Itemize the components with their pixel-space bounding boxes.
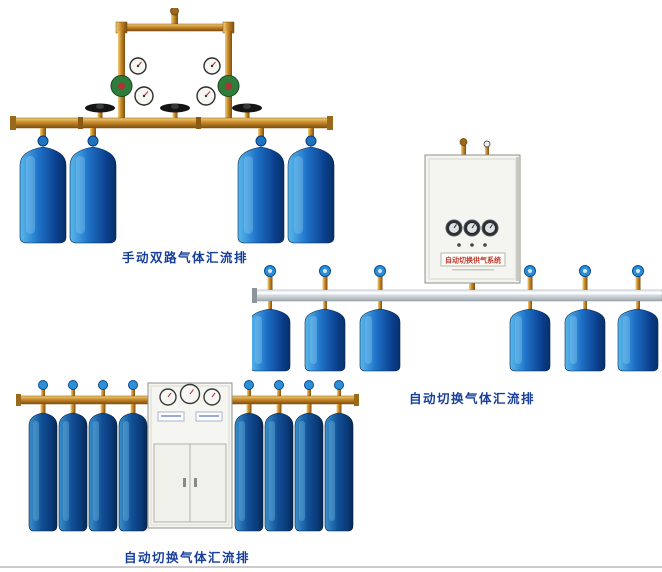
- cylinder-valve: [304, 380, 314, 396]
- header-pipe: [115, 21, 235, 34]
- gas-cylinder: [617, 308, 659, 372]
- gas-cylinder: [324, 412, 354, 532]
- cabinet-gauge: [481, 219, 499, 237]
- indicator-dot: [457, 243, 461, 247]
- cylinder-neck: [528, 301, 532, 310]
- cabinet-label-plate: [440, 252, 506, 267]
- cylinder-neck: [378, 301, 382, 310]
- cylinder-valve: [68, 380, 78, 396]
- cylinder-neck: [583, 301, 587, 310]
- cylinder-valve: [128, 380, 138, 396]
- gas-cylinder: [88, 412, 118, 532]
- cylinder-valve: [334, 380, 344, 396]
- indicator-dot: [470, 243, 474, 247]
- gas-cylinder: [564, 308, 606, 372]
- riser-pipe-left: [118, 31, 125, 118]
- product-auto-switch-wall: 自动切换供气系统: [252, 138, 662, 406]
- cabinet-outlet-pipe: [469, 283, 475, 291]
- gas-cylinder: [359, 308, 401, 372]
- gas-cylinder: [304, 308, 346, 372]
- cylinder-neck: [246, 404, 252, 413]
- cylinder-valve: [98, 380, 108, 396]
- cabinet-gauge: [159, 388, 177, 406]
- cylinder-neck: [336, 404, 342, 413]
- auto-manifold-cabinet-illustration: [16, 380, 359, 532]
- switch-cabinet: [147, 382, 233, 529]
- cylinder-neck: [40, 404, 46, 413]
- cylinder-neck: [130, 404, 136, 413]
- cylinder-valve: [274, 380, 284, 396]
- cylinder-neck: [268, 301, 272, 310]
- cylinder-neck: [306, 404, 312, 413]
- cylinder-valve: [244, 380, 254, 396]
- cabinet-gauge: [179, 383, 201, 405]
- cylinder-connection: [305, 128, 317, 147]
- manifold-pipe-left: [16, 394, 149, 406]
- valve-handwheel: [85, 103, 115, 118]
- cabinet-gauge: [445, 219, 463, 237]
- pressure-gauge: [203, 57, 221, 75]
- indicator-dot: [483, 243, 487, 247]
- valve-handwheel: [232, 103, 262, 118]
- cabinet-doors: [153, 443, 227, 523]
- cabinet-gauge: [463, 219, 481, 237]
- cylinder-valve: [632, 265, 644, 290]
- control-cabinet: 自动切换供气系统: [424, 138, 521, 291]
- pressure-regulator-left: [110, 57, 154, 106]
- cylinder-connection: [37, 128, 49, 147]
- cylinder-valve: [38, 380, 48, 396]
- valve-handwheel: [160, 103, 190, 118]
- product-caption: 自动切换气体汇流排: [408, 392, 535, 406]
- pressure-gauge: [196, 86, 216, 106]
- cylinder-connection: [87, 128, 99, 147]
- cylinder-neck: [100, 404, 106, 413]
- auto-manifold-illustration: 自动切换供气系统: [252, 138, 662, 372]
- cylinder-valve: [579, 265, 591, 290]
- cylinder-valve: [524, 265, 536, 290]
- gas-cylinder: [509, 308, 551, 372]
- gas-cylinder: [69, 146, 117, 244]
- product-manual-dual-manifold: 手动双路气体汇流排: [8, 8, 335, 266]
- manual-manifold-illustration: [10, 8, 335, 244]
- bottom-divider: [0, 566, 662, 568]
- product-auto-switch-floor: 自动切换气体汇流排: [12, 378, 362, 565]
- pressure-gauge: [129, 57, 147, 75]
- gas-cylinder: [19, 146, 67, 244]
- gas-cylinder: [234, 412, 264, 532]
- product-caption: 手动双路气体汇流排: [121, 251, 248, 265]
- gas-cylinder: [118, 412, 148, 532]
- product-caption: 自动切换气体汇流排: [123, 551, 250, 565]
- cylinder-valve: [319, 265, 331, 290]
- gas-cylinder: [252, 308, 291, 372]
- cylinder-valve: [374, 265, 386, 290]
- gas-cylinder: [28, 412, 58, 532]
- gas-cylinder: [58, 412, 88, 532]
- cabinet-gauge: [203, 388, 221, 406]
- manifold-pipe: [252, 288, 662, 303]
- cylinder-neck: [323, 301, 327, 310]
- riser-pipe-right: [225, 31, 232, 118]
- cylinder-neck: [70, 404, 76, 413]
- pressure-regulator-right: [196, 57, 240, 106]
- cylinder-neck: [636, 301, 640, 310]
- cylinder-valve: [264, 265, 276, 290]
- gas-cylinder: [294, 412, 324, 532]
- cylinder-connection: [255, 128, 267, 147]
- cylinder-neck: [276, 404, 282, 413]
- main-manifold-pipe: [10, 116, 333, 130]
- cabinet-label: 自动切换供气系统: [445, 256, 501, 265]
- pressure-gauge: [134, 86, 154, 106]
- inlet-pipe: [170, 8, 179, 26]
- gas-cylinder: [264, 412, 294, 532]
